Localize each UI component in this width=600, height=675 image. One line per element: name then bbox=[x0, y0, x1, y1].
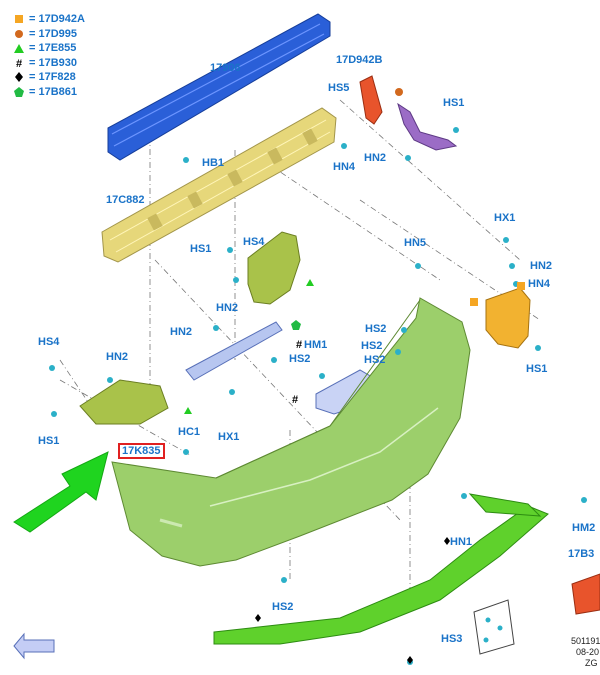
fastener-legend: = 17D942A = 17D995 = 17E855 # = 17B930 = 17F8… bbox=[12, 12, 85, 99]
triangle-markers bbox=[184, 279, 314, 414]
fastener-label-hs5: HS5 bbox=[328, 82, 350, 94]
view-direction-arrow bbox=[13, 451, 109, 533]
fastener-label-hn2-right: HN2 bbox=[530, 260, 553, 272]
legend-row: = 17D942A bbox=[12, 12, 85, 26]
fastener-label-hn1: HN1 bbox=[450, 536, 473, 548]
hash-symbol-icon: # bbox=[12, 57, 26, 69]
circle-marker bbox=[395, 88, 403, 96]
fastener-label-hs2-a: HS2 bbox=[365, 323, 387, 335]
reference-line-2: 08-20 bbox=[576, 647, 600, 657]
circle-symbol-icon bbox=[12, 28, 26, 40]
fastener-label-hn4-right: HN4 bbox=[528, 278, 551, 290]
bumper-cover-17k835 bbox=[111, 297, 471, 567]
reinforcement-beam-17906 bbox=[107, 13, 331, 161]
center-mount-bracket bbox=[247, 231, 301, 305]
fastener-label-hn2-bracket: HN2 bbox=[170, 326, 193, 338]
fastener-label-hm2: HM2 bbox=[572, 522, 596, 534]
legend-code: = 17B930 bbox=[29, 56, 78, 69]
side-bracket-right bbox=[485, 287, 531, 349]
front-of-vehicle-arrow bbox=[13, 632, 55, 660]
fastener-label-hs4-mid: HS4 bbox=[243, 236, 265, 248]
partial-part-right-edge bbox=[571, 573, 600, 615]
reference-line-3: ZG bbox=[585, 658, 598, 668]
fastener-markers bbox=[49, 127, 587, 665]
hs3-clip-panel bbox=[473, 599, 515, 655]
fastener-label-hs2-bracket: HS2 bbox=[289, 353, 311, 365]
fastener-label-hn2-midl: HN2 bbox=[216, 302, 239, 314]
pentagon-symbol-icon bbox=[12, 86, 26, 98]
fastener-label-hs4-left: HS4 bbox=[38, 336, 60, 348]
fastener-label-hs1-left: HS1 bbox=[38, 435, 60, 447]
legend-code: = 17F828 bbox=[29, 71, 76, 83]
square-symbol-icon bbox=[12, 13, 26, 25]
fastener-label-hs2-bottom: HS2 bbox=[272, 601, 294, 613]
svg-text:#: # bbox=[16, 58, 22, 69]
fastener-label-hc1: HC1 bbox=[178, 426, 201, 438]
part-label-17b3: 17B3 bbox=[568, 548, 595, 560]
legend-row: = 17E855 bbox=[12, 41, 85, 55]
square-markers bbox=[470, 282, 525, 306]
legend-code: = 17D942A bbox=[29, 13, 85, 25]
triangle-symbol-icon bbox=[12, 42, 26, 54]
fastener-label-hn2-left: HN2 bbox=[106, 351, 129, 363]
fastener-label-hs2-b: HS2 bbox=[361, 340, 383, 352]
fastener-label-hm1: HM1 bbox=[304, 339, 328, 351]
diamond-markers bbox=[255, 537, 450, 664]
fastener-label-hn5: HN5 bbox=[404, 237, 427, 249]
fastener-label-hs2-c: HS2 bbox=[364, 354, 386, 366]
pentagon-markers bbox=[291, 320, 301, 330]
legend-row: = 17B861 bbox=[12, 85, 85, 99]
lower-diffuser-trim bbox=[213, 505, 549, 645]
diamond-symbol-icon bbox=[12, 71, 26, 83]
legend-code: = 17B861 bbox=[29, 85, 78, 98]
part-label-17c882: 17C882 bbox=[106, 194, 145, 206]
fastener-label-hs3: HS3 bbox=[441, 633, 463, 645]
diffuser-extension bbox=[468, 493, 542, 517]
bracket-17d942b bbox=[359, 75, 383, 125]
legend-row: # = 17B930 bbox=[12, 56, 85, 70]
fastener-label-hs1-top: HS1 bbox=[443, 97, 465, 109]
legend-row: = 17D995 bbox=[12, 27, 85, 41]
part-label-17d942b: 17D942B bbox=[336, 54, 383, 66]
fastener-label-hx1-lower: HX1 bbox=[218, 431, 240, 443]
fastener-label-hx1-right: HX1 bbox=[494, 212, 516, 224]
reflector-bracket bbox=[397, 102, 458, 151]
fastener-label-hn4-top: HN4 bbox=[333, 161, 356, 173]
legend-code: = 17D995 bbox=[29, 27, 78, 40]
bracket-thin-blue bbox=[185, 321, 283, 381]
part-label-17906: 17906 bbox=[210, 62, 241, 74]
fastener-label-hs1-mid: HS1 bbox=[190, 243, 212, 255]
hash-mark-hm1: # bbox=[296, 339, 303, 351]
hash-mark-license-bracket: # bbox=[292, 394, 299, 406]
fastener-label-hs1-right: HS1 bbox=[526, 363, 548, 375]
legend-code: = 17E855 bbox=[29, 42, 77, 54]
side-bracket-left bbox=[79, 379, 169, 425]
fastener-label-hb1: HB1 bbox=[202, 157, 225, 169]
legend-row: = 17F828 bbox=[12, 70, 85, 84]
part-callout-17k835: 17K835 bbox=[118, 443, 165, 459]
energy-absorber-17c882 bbox=[101, 107, 337, 263]
fastener-label-hn2-top: HN2 bbox=[364, 152, 387, 164]
reference-line-1: 501191 bbox=[571, 636, 600, 646]
